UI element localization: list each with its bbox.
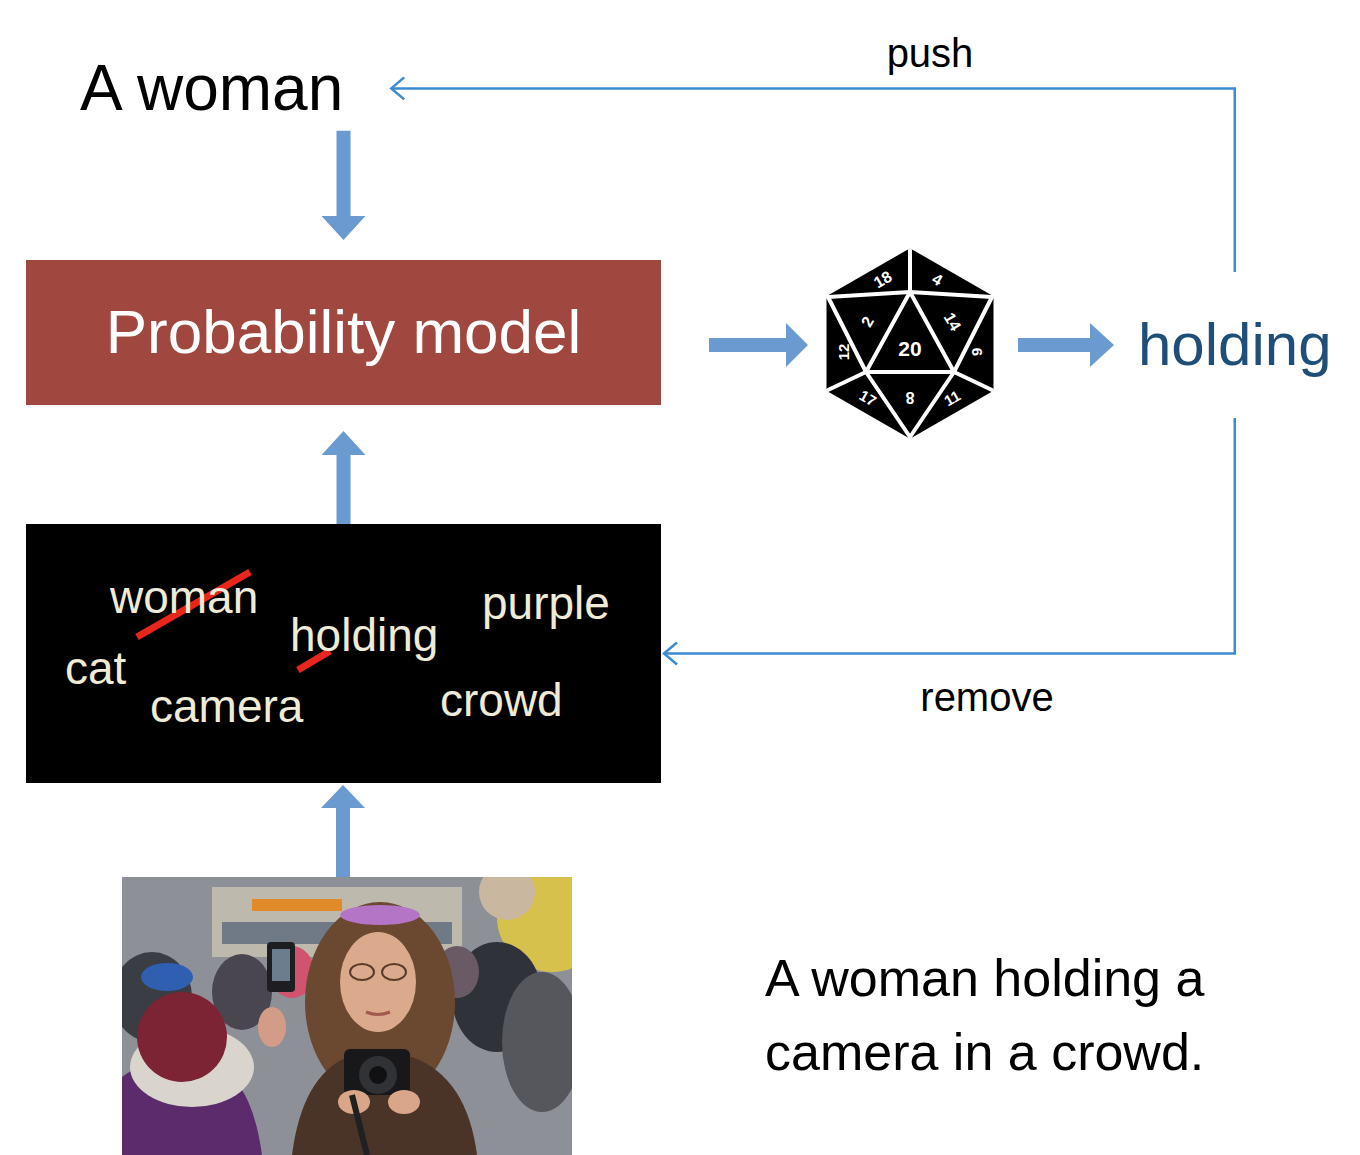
die-body: [828, 250, 992, 437]
input-photo: [122, 877, 572, 1155]
drawing-part: [352, 1095, 367, 1155]
drawing-part: [340, 932, 416, 1032]
drawing-part: [321, 785, 365, 808]
feedback-line: [664, 418, 1235, 654]
drawing-part: [382, 964, 406, 980]
drawing-part: [252, 899, 342, 911]
drawing-part: [292, 1057, 477, 1155]
sampled-word-text: holding: [1138, 312, 1332, 378]
flow-arrow: [337, 455, 351, 524]
drawing-part: [388, 1090, 420, 1114]
drawing-part: [369, 1066, 387, 1084]
drawing-part: [502, 972, 572, 1112]
edge-label: push: [883, 30, 978, 76]
drawing-part: [828, 372, 866, 390]
arrow-head: [786, 323, 808, 367]
drawing-part: [954, 372, 992, 390]
drawing-part: [272, 949, 290, 981]
drawing-part: [336, 806, 350, 877]
drawing-part: [479, 877, 535, 920]
drawing-part: [340, 905, 420, 925]
drawing-part: [828, 292, 910, 297]
sampled-word: holding: [1128, 272, 1342, 418]
drawing-part: [137, 992, 227, 1082]
feedback-line: [391, 88, 1235, 272]
candidate-word: crowd: [440, 675, 563, 726]
die-number: 6: [970, 348, 985, 356]
die-number: 12: [836, 344, 851, 361]
die-icon: [828, 250, 992, 437]
flow-arrow: [337, 131, 351, 216]
box-title: Probability model: [106, 298, 582, 366]
drawing-part: [910, 292, 954, 372]
candidate-word: holding: [290, 610, 438, 661]
drawing-part: [344, 1049, 410, 1095]
candidate-word: woman: [110, 572, 258, 623]
model-box: Probability model: [26, 260, 661, 405]
die-edges: [828, 250, 992, 437]
drawing-part: [350, 964, 374, 980]
drawing-part: [258, 1007, 286, 1047]
input-arrow: [321, 785, 365, 877]
sequence-text: A woman: [80, 50, 387, 127]
word-bag-panel: woman holding purple cat camera crowd: [26, 524, 661, 783]
drawing-part: [267, 942, 295, 992]
edge-label: remove: [916, 674, 1057, 720]
candidate-word: cat: [65, 643, 126, 694]
drawing-part: [954, 297, 992, 372]
drawing-part: [828, 297, 866, 372]
drawing-part: [141, 963, 193, 991]
drawing-part: [866, 292, 910, 372]
drawing-part: [359, 1056, 397, 1094]
drawing-part: [908, 250, 912, 292]
candidate-word: purple: [482, 578, 610, 629]
drawing-part: [910, 292, 992, 297]
die-number: 20: [898, 338, 921, 359]
candidate-word: camera: [150, 681, 303, 732]
partial-caption: A woman: [80, 50, 343, 127]
drawing-part: [366, 1012, 390, 1015]
die-number: 8: [906, 389, 915, 405]
output-caption: A woman holding a camera in a crowd.: [765, 942, 1280, 1090]
drawing-part: [866, 370, 954, 374]
